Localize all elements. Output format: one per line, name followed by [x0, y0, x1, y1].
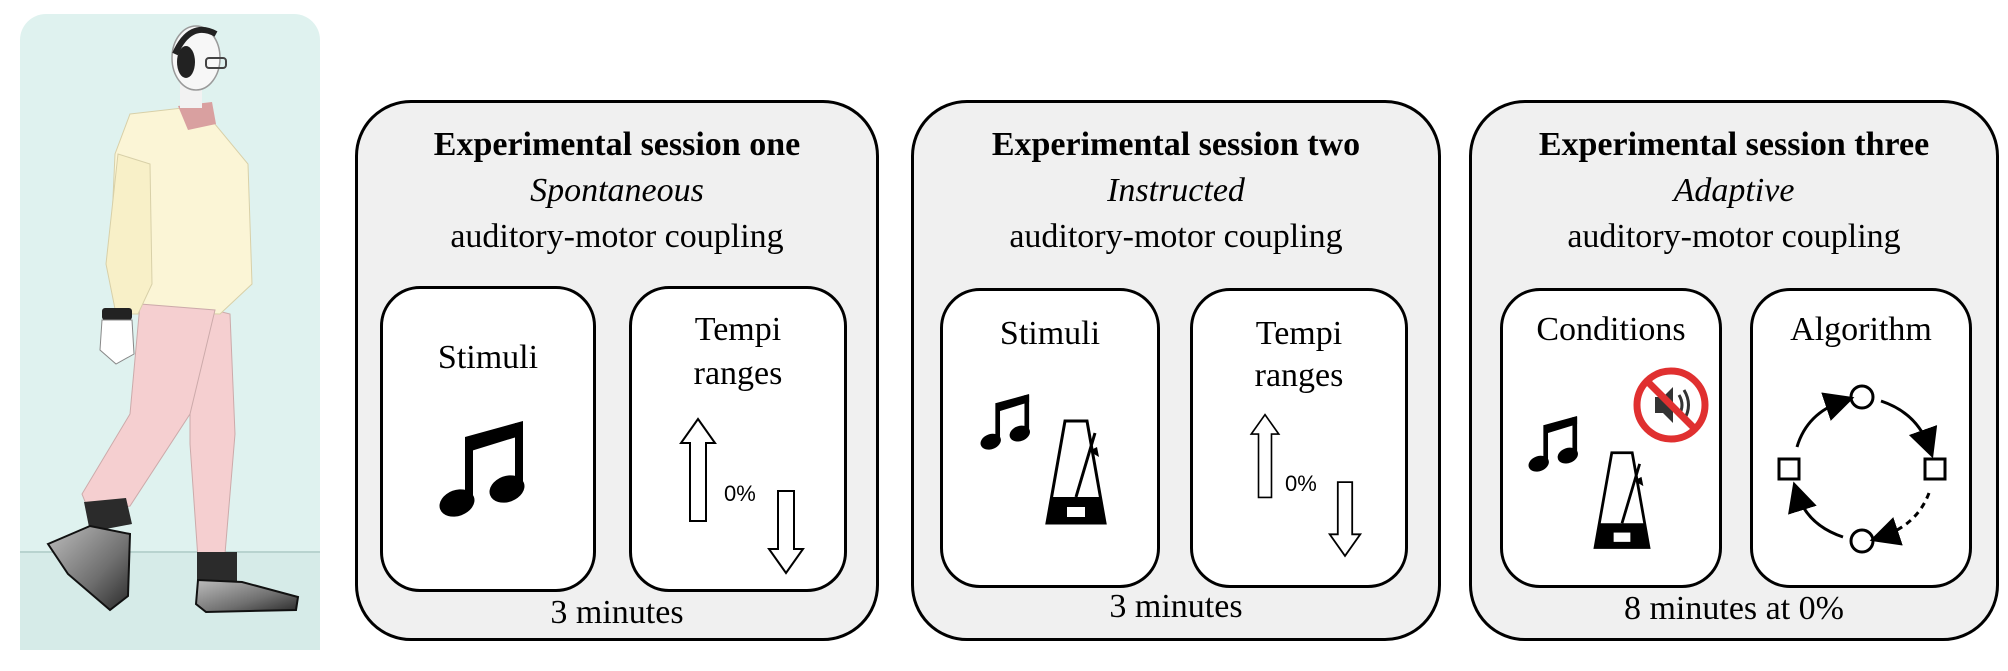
- session-mode: Instructed: [1107, 172, 1245, 209]
- walking-person-with-headphones-icon: [20, 14, 320, 650]
- stimuli-box: Stimuli: [940, 288, 1160, 588]
- tempi-label-line1: Tempi: [1255, 315, 1343, 352]
- conditions-label: Conditions: [1536, 311, 1686, 348]
- session-duration: 8 minutes at 0%: [1623, 590, 1845, 627]
- conditions-box: Conditions: [1500, 288, 1722, 588]
- algorithm-label: Algorithm: [1790, 311, 1932, 348]
- tempo-zero-label: 0%: [1285, 471, 1317, 496]
- stimuli-label: Stimuli: [999, 315, 1101, 352]
- down-arrow-icon: [1327, 481, 1363, 558]
- stimuli-box: Stimuli: [380, 286, 596, 592]
- music-note-icon: [439, 421, 525, 517]
- down-arrow-icon: [767, 490, 805, 575]
- walker-illustration: [20, 14, 320, 655]
- session-coupling: auditory-motor coupling: [1009, 218, 1343, 255]
- cycle-loop-icon: [1777, 384, 1947, 554]
- tempi-ranges-box: Tempi ranges 0%: [1190, 288, 1408, 588]
- session-coupling: auditory-motor coupling: [450, 218, 784, 255]
- tempi-label-line1: Tempi: [694, 311, 782, 348]
- session-panel-three: Experimental session three Adaptive audi…: [1469, 100, 1999, 641]
- session-title: Experimental session one: [433, 126, 801, 163]
- session-panel-one: Experimental session one Spontaneous aud…: [355, 100, 879, 641]
- no-sound-icon: [1633, 367, 1709, 443]
- tempo-zero-label: 0%: [724, 481, 756, 506]
- session-mode: Spontaneous: [530, 172, 704, 209]
- session-title: Experimental session three: [1538, 126, 1930, 163]
- music-note-icon: [1528, 415, 1578, 472]
- session-panel-two: Experimental session two Instructed audi…: [911, 100, 1441, 641]
- tempi-ranges-box: Tempi ranges 0%: [629, 286, 847, 592]
- session-duration: 3 minutes: [1109, 588, 1243, 625]
- session-coupling: auditory-motor coupling: [1567, 218, 1901, 255]
- up-arrow-icon: [679, 417, 717, 522]
- metronome-icon: [1593, 451, 1651, 549]
- stimuli-label: Stimuli: [437, 339, 539, 376]
- tempi-label-line2: ranges: [1254, 357, 1344, 394]
- session-mode: Adaptive: [1673, 172, 1795, 209]
- music-note-icon: [980, 393, 1030, 450]
- tempi-label-line2: ranges: [693, 355, 783, 392]
- session-duration: 3 minutes: [550, 594, 684, 631]
- algorithm-box: Algorithm: [1750, 288, 1972, 588]
- metronome-icon: [1045, 419, 1107, 525]
- session-title: Experimental session two: [991, 126, 1361, 163]
- up-arrow-icon: [1249, 413, 1281, 499]
